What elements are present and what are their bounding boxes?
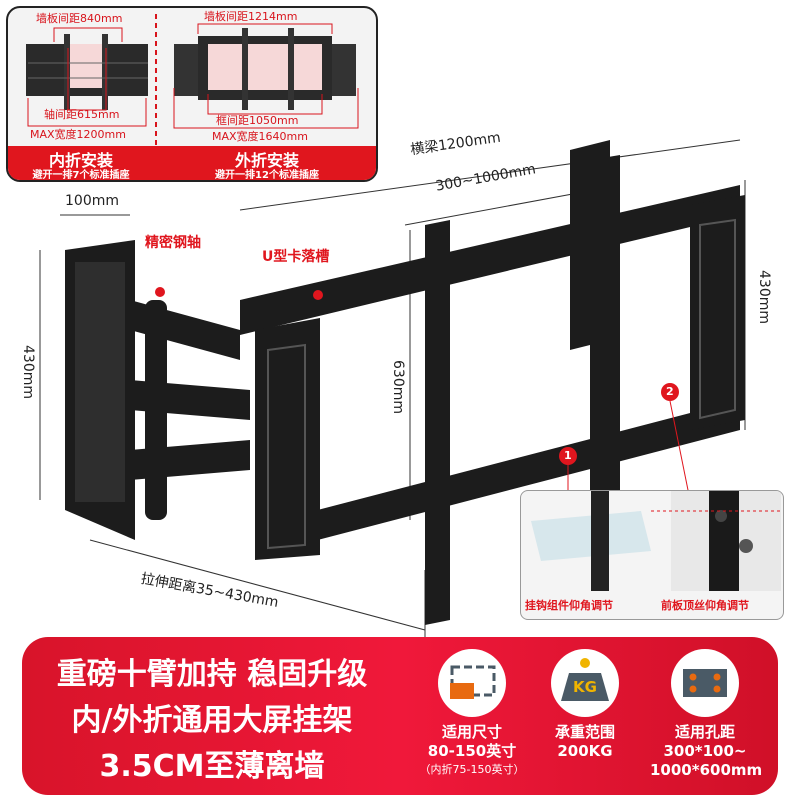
install-type-band: 内折安装 避开一排7个标准插座 外折安装 避开一排12个标准插座 <box>8 146 376 180</box>
inset-detail <box>531 491 781 591</box>
u-slot-callout: U型卡落槽 <box>262 249 330 265</box>
feature-note: （内折75-150英寸） <box>419 763 525 776</box>
weight-kg-icon: KG <box>551 649 619 717</box>
banner-line-3: 3.5CM至薄离墙 <box>99 749 325 784</box>
kg-badge: KG <box>573 678 597 696</box>
plate-width-label: 100mm <box>65 193 119 209</box>
left-frame <box>255 318 320 560</box>
marker-2 <box>661 383 679 401</box>
marker-1 <box>559 447 577 465</box>
install-comparison-panel: 墙板间距840mm 轴间距615mm MAX宽度1200mm 墙板间距1214m… <box>6 6 378 182</box>
vertical-arm-1 <box>425 220 450 625</box>
inner-fold-diagram <box>26 27 148 127</box>
inset-right-label: 前板顶丝仰角调节 <box>661 599 749 612</box>
inset-left-label: 挂钩组件仰角调节 <box>525 599 613 612</box>
feature-hole-spacing: 适用孔距 300*100~ 1000*600mm <box>650 649 763 780</box>
outer-fold-diagram <box>173 23 359 129</box>
hole-spacing-icon <box>671 649 739 717</box>
inner-max-width: MAX宽度1200mm <box>30 128 126 141</box>
feature-value: 300*100~ <box>663 742 747 760</box>
feature-weight: KG 承重范围 200KG <box>530 649 640 761</box>
steel-shaft-callout: 精密钢轴 <box>145 235 201 251</box>
inner-fold-title: 内折安装 <box>48 151 113 170</box>
banner-line-2: 内/外折通用大屏挂架 <box>71 703 353 738</box>
frame-height-label: 430mm <box>756 270 772 324</box>
feature-banner: 重磅十臂加持 稳固升级 内/外折通用大屏挂架 3.5CM至薄离墙 适用尺寸 80… <box>22 637 778 795</box>
marker-2-label: 2 <box>666 385 674 398</box>
feature-value-2: 1000*600mm <box>650 761 763 779</box>
mount-body <box>65 140 745 625</box>
feature-title: 适用孔距 <box>674 723 735 741</box>
outer-max-width: MAX宽度1640mm <box>212 130 308 143</box>
marker-1-label: 1 <box>564 449 572 462</box>
angle-adjust-inset: 挂钩组件仰角调节 前板顶丝仰角调节 <box>520 490 784 620</box>
feature-value: 200KG <box>557 742 613 760</box>
feature-title: 适用尺寸 <box>441 723 502 741</box>
shaft-marker-dot <box>155 287 165 297</box>
inner-axis-spacing: 轴间距615mm <box>44 108 120 121</box>
arm-height-label: 630mm <box>390 360 406 414</box>
u-slot-marker-dot <box>313 290 323 300</box>
feature-title: 承重范围 <box>554 723 615 741</box>
outer-frame-spacing: 框间距1050mm <box>216 114 299 127</box>
inner-wall-plate-spacing: 墙板间距840mm <box>36 12 123 25</box>
banner-line-1: 重磅十臂加持 稳固升级 <box>56 657 368 692</box>
right-frame <box>690 195 745 430</box>
outer-fold-title: 外折安装 <box>234 151 299 170</box>
screen-size-icon <box>438 649 506 717</box>
install-diagrams <box>26 14 359 148</box>
outer-fold-subtitle: 避开一排12个标准插座 <box>215 170 319 181</box>
outer-wall-plate-spacing: 墙板间距1214mm <box>204 10 298 23</box>
feature-value: 80-150英寸 <box>427 742 517 760</box>
tv-mount-illustration <box>39 139 746 640</box>
inner-fold-subtitle: 避开一排7个标准插座 <box>32 170 130 181</box>
feature-screen-size: 适用尺寸 80-150英寸 （内折75-150英寸） <box>417 649 527 777</box>
plate-height-label: 430mm <box>20 345 36 399</box>
